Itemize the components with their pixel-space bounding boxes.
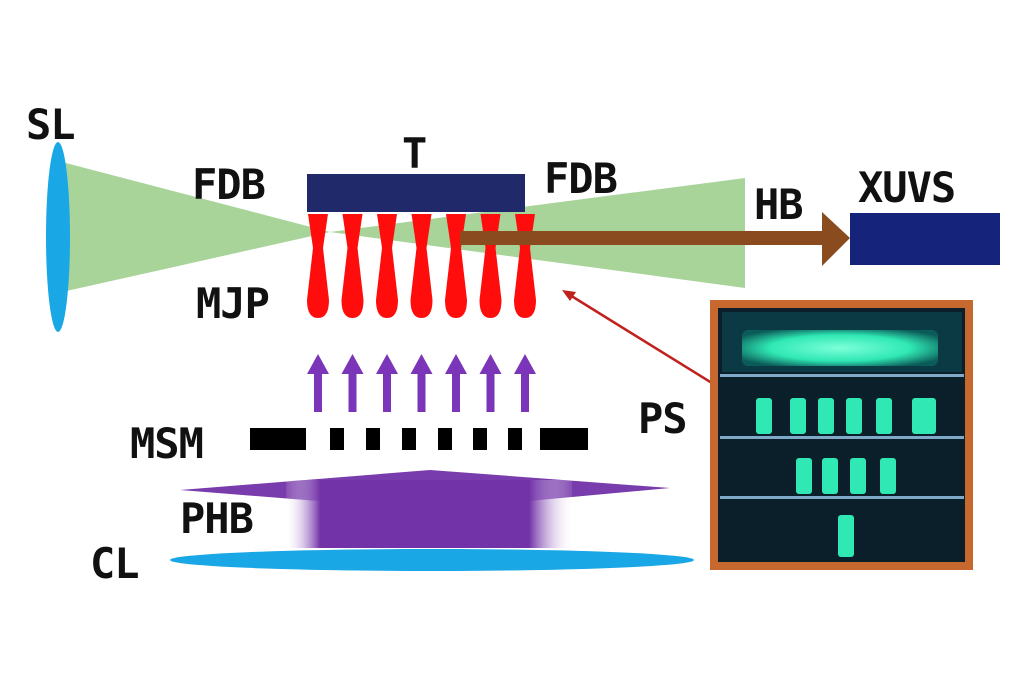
plasma-jet [822, 458, 838, 494]
gas-jet [341, 214, 364, 318]
xuv-spectrometer-box [850, 213, 1000, 265]
label-ps: PS [638, 394, 688, 443]
pump-beam-body [286, 480, 572, 548]
gas-jet [445, 214, 467, 318]
label-xuvs: XUVS [858, 163, 956, 212]
plasma-jet [756, 398, 772, 434]
plasma-jet [818, 398, 834, 434]
mask-segment [540, 428, 588, 450]
label-fdb-left: FDB [192, 160, 266, 209]
pump-arrow [341, 354, 364, 412]
pointer-arrowhead [562, 290, 576, 301]
gas-jet [514, 214, 536, 318]
pump-arrow [376, 354, 398, 412]
multi-slit-mask [250, 428, 588, 450]
plasma-jet [790, 398, 806, 434]
mask-segment [330, 428, 344, 450]
gas-jet [307, 214, 329, 318]
pump-arrow [479, 354, 502, 412]
label-cl: CL [90, 539, 140, 588]
pump-arrow [410, 354, 433, 412]
harmonic-beam-shaft [460, 231, 830, 245]
mask-segment [250, 428, 306, 450]
pump-arrow-array [307, 354, 536, 412]
mask-segment [366, 428, 380, 450]
pump-arrow [514, 354, 536, 412]
label-t: T [402, 129, 427, 178]
plasma-jet [912, 398, 936, 434]
pump-arrow [445, 354, 467, 412]
pointer-line [564, 290, 721, 390]
label-fdb-right: FDB [544, 154, 618, 203]
label-hb: HB [754, 180, 804, 229]
plasma-jet [846, 398, 862, 434]
cylindrical-lens [170, 549, 694, 571]
gas-jet [479, 214, 502, 318]
mask-segment [402, 428, 416, 450]
gas-jet [376, 214, 398, 318]
spherical-lens [46, 142, 70, 332]
gas-jet [410, 214, 433, 318]
mask-segment [438, 428, 452, 450]
pump-arrow [307, 354, 329, 412]
mask-segment [473, 428, 487, 450]
plasma-jet [876, 398, 892, 434]
focused-beam-left [62, 162, 330, 292]
mask-segment [508, 428, 522, 450]
plasma-jet [796, 458, 812, 494]
target-bar [307, 174, 525, 212]
label-phb: PHB [180, 494, 254, 543]
label-mjp: MJP [196, 279, 270, 328]
plasma-jet [880, 458, 896, 494]
label-sl: SL [26, 100, 76, 149]
label-msm: MSM [130, 419, 204, 468]
plasma-photo [710, 300, 973, 570]
plasma-jet [850, 458, 866, 494]
harmonic-beam-arrowhead [822, 212, 850, 266]
